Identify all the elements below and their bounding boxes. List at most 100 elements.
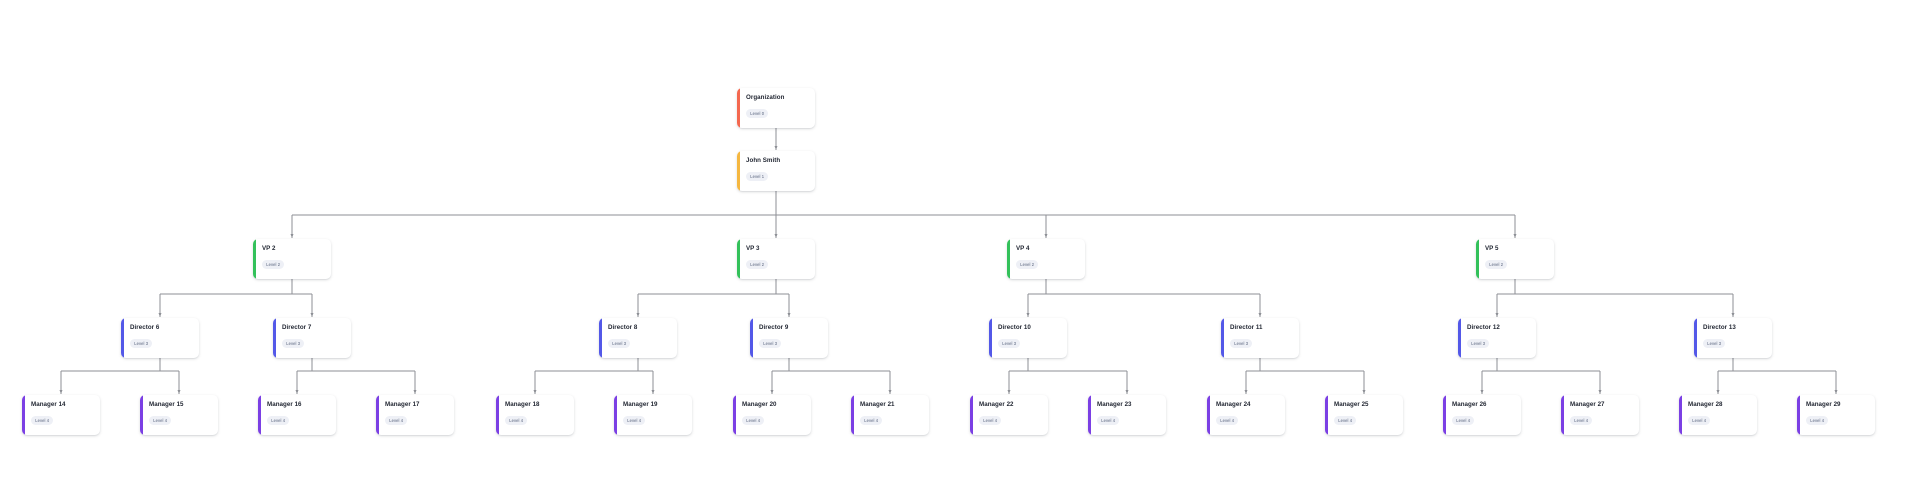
node-body: Manager 16 Level 4: [267, 401, 332, 427]
node-accent-bar: [599, 318, 602, 358]
org-node-manager-25[interactable]: Manager 25 Level 4: [1325, 395, 1403, 435]
node-title: Manager 20: [742, 401, 777, 408]
node-level-badge: Level 4: [1570, 416, 1593, 425]
org-node-manager-15[interactable]: Manager 15 Level 4: [140, 395, 218, 435]
node-title: Manager 25: [1334, 401, 1369, 408]
node-level-badge: Level 4: [149, 416, 172, 425]
node-title: Manager 15: [149, 401, 184, 408]
node-level-badge: Level 4: [1334, 416, 1357, 425]
node-accent-bar: [733, 395, 736, 435]
node-accent-bar: [737, 151, 740, 191]
node-accent-bar: [1221, 318, 1224, 358]
node-level-badge: Level 2: [746, 260, 769, 269]
org-node-manager-26[interactable]: Manager 26 Level 4: [1443, 395, 1521, 435]
node-accent-bar: [1325, 395, 1328, 435]
node-accent-bar: [1207, 395, 1210, 435]
node-title: Manager 29: [1806, 401, 1841, 408]
org-node-director-8[interactable]: Director 8 Level 3: [599, 318, 677, 358]
org-node-manager-29[interactable]: Manager 29 Level 4: [1797, 395, 1875, 435]
node-body: Manager 29 Level 4: [1806, 401, 1871, 427]
node-body: Manager 20 Level 4: [742, 401, 807, 427]
node-level-badge: Level 4: [742, 416, 765, 425]
node-title: Manager 18: [505, 401, 540, 408]
node-accent-bar: [614, 395, 617, 435]
node-body: Manager 27 Level 4: [1570, 401, 1635, 427]
node-accent-bar: [1458, 318, 1461, 358]
node-level-badge: Level 4: [623, 416, 646, 425]
node-title: Manager 16: [267, 401, 302, 408]
node-level-badge: Level 3: [1703, 339, 1726, 348]
node-body: Manager 15 Level 4: [149, 401, 214, 427]
node-title: Manager 23: [1097, 401, 1132, 408]
node-level-badge: Level 4: [267, 416, 290, 425]
node-title: VP 4: [1016, 245, 1030, 252]
node-level-badge: Level 4: [1097, 416, 1120, 425]
node-level-badge: Level 4: [1688, 416, 1711, 425]
node-accent-bar: [258, 395, 261, 435]
node-level-badge: Level 3: [608, 339, 631, 348]
node-level-badge: Level 3: [130, 339, 153, 348]
node-level-badge: Level 2: [1485, 260, 1508, 269]
node-accent-bar: [1797, 395, 1800, 435]
node-title: Manager 27: [1570, 401, 1605, 408]
node-accent-bar: [1007, 239, 1010, 279]
node-title: Director 8: [608, 324, 638, 331]
node-title: Manager 26: [1452, 401, 1487, 408]
node-accent-bar: [750, 318, 753, 358]
node-body: Manager 23 Level 4: [1097, 401, 1162, 427]
node-level-badge: Level 1: [746, 172, 769, 181]
node-title: Manager 17: [385, 401, 420, 408]
node-level-badge: Level 4: [1452, 416, 1475, 425]
node-level-badge: Level 4: [1216, 416, 1239, 425]
org-node-manager-16[interactable]: Manager 16 Level 4: [258, 395, 336, 435]
org-node-manager-20[interactable]: Manager 20 Level 4: [733, 395, 811, 435]
node-title: Director 9: [759, 324, 789, 331]
node-level-badge: Level 3: [1467, 339, 1490, 348]
node-accent-bar: [496, 395, 499, 435]
org-node-manager-23[interactable]: Manager 23 Level 4: [1088, 395, 1166, 435]
node-accent-bar: [22, 395, 25, 435]
node-title: Manager 22: [979, 401, 1014, 408]
node-accent-bar: [1443, 395, 1446, 435]
node-level-badge: Level 4: [1806, 416, 1829, 425]
node-level-badge: Level 3: [998, 339, 1021, 348]
org-node-manager-27[interactable]: Manager 27 Level 4: [1561, 395, 1639, 435]
node-level-badge: Level 3: [1230, 339, 1253, 348]
node-level-badge: Level 3: [282, 339, 305, 348]
node-body: Director 8 Level 3: [608, 324, 673, 350]
